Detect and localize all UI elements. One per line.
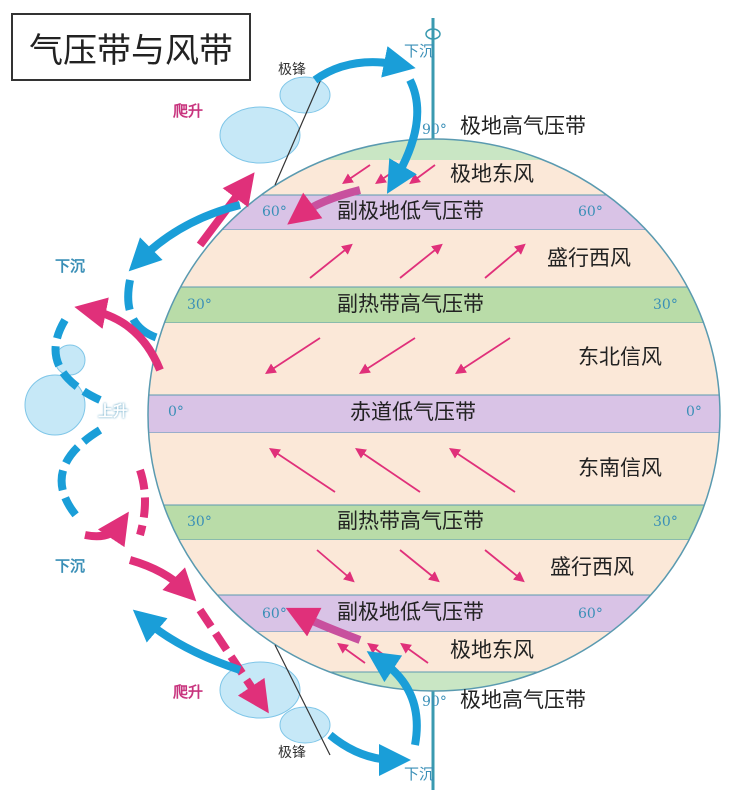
band-label: 极地高气压带: [460, 114, 586, 138]
band-label: 盛行西风: [547, 246, 631, 270]
lat-label-eq: 0°: [168, 404, 184, 420]
climb-label: 爬升: [173, 683, 204, 701]
lat-label-n90: 90°: [422, 122, 447, 138]
sink-label: 下沉: [404, 42, 435, 60]
band-label: 东南信风: [578, 456, 662, 480]
band-label: 副热带高气压带: [337, 509, 484, 533]
band-label: 盛行西风: [550, 555, 634, 579]
diagram-title: 气压带与风带: [29, 30, 233, 71]
polar-front-line-north: [274, 69, 326, 186]
rotation-icon: [425, 28, 441, 40]
sink-label: 下沉: [55, 257, 86, 275]
front-label: 极锋: [278, 745, 306, 761]
band-label: 极地东风: [450, 638, 534, 662]
lat-label-n30: 30°: [653, 297, 678, 313]
lat-label-n60: 60°: [262, 204, 287, 220]
lat-label-eq: 0°: [686, 404, 702, 420]
sink-label: 下沉: [404, 765, 435, 783]
circulation-arrows: [51, 46, 422, 776]
front-label: 极锋: [278, 62, 306, 78]
lat-label-n60: 60°: [578, 204, 603, 220]
band-label: 副热带高气压带: [337, 292, 484, 316]
climb-label: 爬升: [173, 102, 204, 120]
title-box: 气压带与风带: [11, 13, 251, 81]
lat-label-n30: 30°: [187, 297, 212, 313]
rise-label: 上升: [98, 402, 129, 420]
band-label: 赤道低气压带: [350, 400, 476, 424]
band-label: 极地东风: [450, 162, 534, 186]
band-label: 副极地低气压带: [337, 199, 484, 223]
polar-front-line-south: [274, 644, 331, 756]
lat-label-s90: 90°: [422, 694, 447, 710]
band-label: 极地高气压带: [460, 688, 586, 712]
sink-label: 下沉: [55, 557, 86, 575]
band-label: 副极地低气压带: [337, 600, 484, 624]
lat-label-s60: 60°: [262, 606, 287, 622]
lat-label-s30: 30°: [187, 514, 212, 530]
lat-label-s30: 30°: [653, 514, 678, 530]
lat-label-s60: 60°: [578, 606, 603, 622]
band-label: 东北信风: [578, 345, 662, 369]
